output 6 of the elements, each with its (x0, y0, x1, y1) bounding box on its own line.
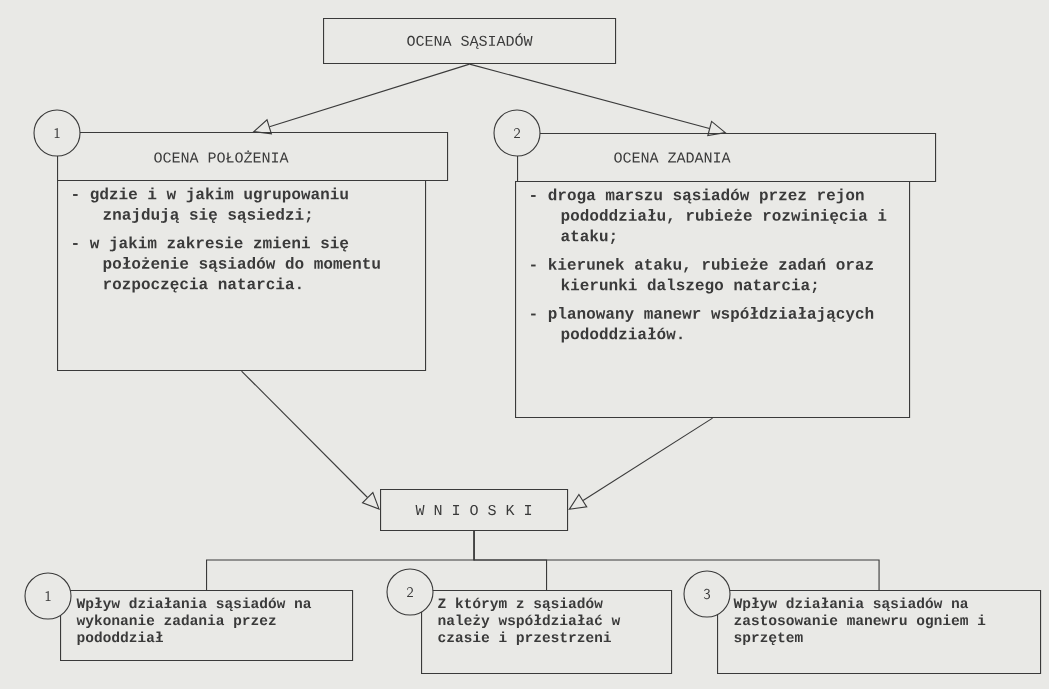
connector-line (473, 530, 880, 591)
text-box: Wpływ działania sąsiadów na wykonanie zadania przez pododdział (60, 590, 354, 662)
text-box: Z którym z sąsiadów należy współdziałać w czasie i przestrzeni (421, 590, 673, 675)
text-box: Wpływ działania sąsiadów na zastosowanie manewru ogniem i sprzętem (717, 590, 1042, 675)
title-box: OCENA SĄSIADÓW (323, 18, 617, 65)
title-box: W N I O S K I (380, 489, 569, 532)
